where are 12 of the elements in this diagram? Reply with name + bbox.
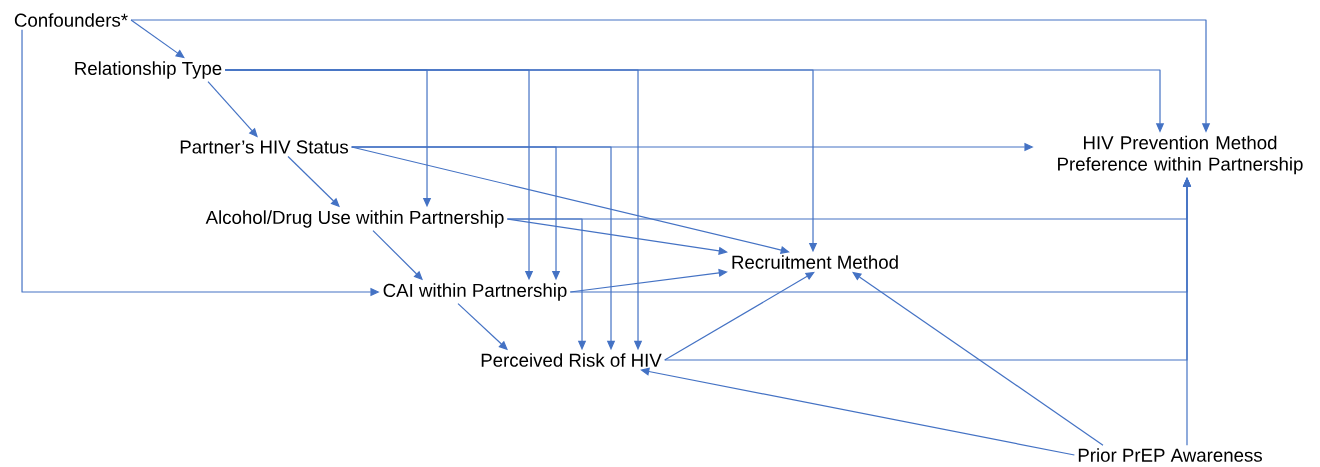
variable-label: HIV Prevention Method Preference within Partnership [1058, 135, 1303, 175]
arrow [130, 19, 185, 59]
variable-label: Relationship Type [75, 61, 222, 79]
variable-label: Confounders* [14, 13, 128, 27]
variable-label: Partner’s HIV Status [180, 140, 349, 154]
arrow [664, 271, 815, 361]
variable-label: Alcohol/Drug Use within Partnership [205, 210, 504, 228]
variable-label: Perceived Risk of HIV [481, 353, 662, 367]
variable-label: Recruitment Method [732, 255, 898, 269]
variable-label: Prior PrEP Awareness [1078, 448, 1262, 462]
variable-label: CAI within Partnership [383, 283, 567, 301]
arrow [640, 367, 1075, 456]
